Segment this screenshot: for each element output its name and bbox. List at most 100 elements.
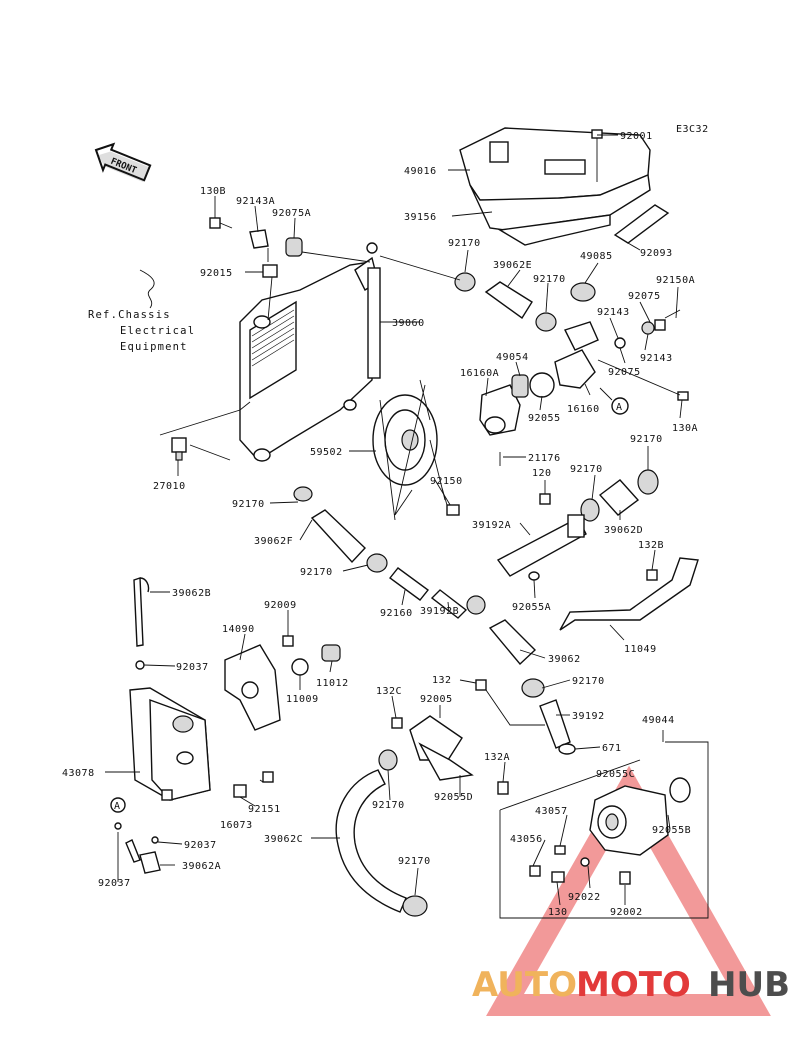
part-label: 92005: [420, 694, 453, 705]
part-label: 39192B: [420, 606, 459, 617]
part-label: 43056: [510, 834, 543, 845]
part-label: 92001: [620, 131, 653, 142]
part-label: 92143: [640, 353, 673, 364]
part-label: 92002: [610, 907, 643, 918]
callout-a-lower: A: [114, 801, 121, 812]
hose-39062C-drawing: [335, 769, 407, 913]
part-label: 11049: [624, 644, 657, 655]
clamp-upper-drawing: [293, 486, 313, 502]
pipe-39192-drawing: [539, 699, 571, 749]
part-label: 92055A: [512, 602, 551, 613]
part-label: 43057: [535, 806, 568, 817]
part-label: 49044: [642, 715, 675, 726]
part-label: 49054: [496, 352, 529, 363]
sensor-27010-drawing: [159, 401, 251, 461]
part-label: 92143: [597, 307, 630, 318]
radiator-drawing: [239, 242, 381, 462]
part-label: 14090: [222, 624, 255, 635]
bolt-132-drawing: [475, 679, 487, 691]
part-label: 92009: [264, 600, 297, 611]
part-label: 130A: [672, 423, 698, 434]
hose-39062-drawing: [488, 619, 537, 666]
watermark-logo: [486, 765, 771, 1016]
clamp-mid-drawing: [466, 595, 486, 615]
part-label: 92170: [398, 856, 431, 867]
thermostat-housing-drawing: [479, 282, 689, 466]
clamp-39062-drawing: [521, 678, 545, 698]
part-label: 92093: [640, 248, 673, 259]
part-label: 92075A: [272, 208, 311, 219]
leader-lines: [105, 134, 683, 906]
part-label: 39062D: [604, 525, 643, 536]
reservoir-drawing: [129, 687, 211, 801]
part-label: 27010: [153, 481, 186, 492]
part-label: 132: [432, 675, 452, 686]
part-label: 92170: [300, 567, 333, 578]
part-label: 92022: [568, 892, 601, 903]
ref-note-line-2: Electrical: [120, 325, 195, 337]
part-label: 92037: [184, 840, 217, 851]
part-label: 92055C: [596, 769, 635, 780]
part-label: 130: [548, 907, 568, 918]
clamp-lower-drawing: [402, 895, 428, 917]
bypass-pipe-drawing: [559, 557, 699, 631]
part-label: 21176: [528, 453, 561, 464]
hose-39062A-drawing: [125, 839, 141, 863]
part-label: 39062C: [264, 834, 303, 845]
part-label: 92075: [628, 291, 661, 302]
part-label: 92170: [372, 800, 405, 811]
part-label: 92037: [176, 662, 209, 673]
part-label: 16160: [567, 404, 600, 415]
part-label: 92160: [380, 608, 413, 619]
watermark-part-1: AUTO: [472, 965, 577, 1005]
part-label: 92150: [430, 476, 463, 487]
part-label: 130B: [200, 186, 226, 197]
part-label: 39062E: [493, 260, 532, 271]
part-label: 43078: [62, 768, 95, 779]
part-label: 39062F: [254, 536, 293, 547]
part-label: 132C: [376, 686, 402, 697]
part-label: 39060: [392, 318, 425, 329]
watermark-part-3: HUB: [708, 965, 790, 1005]
callout-a-upper: A: [616, 402, 623, 413]
bolt-92001-drawing: [591, 129, 603, 182]
fitting-92005-drawing: [378, 715, 474, 781]
part-label: 59502: [310, 447, 343, 458]
part-label: 39062A: [182, 861, 221, 872]
part-label: 132A: [484, 752, 510, 763]
watermark-part-2: MOTO: [576, 965, 691, 1005]
part-label: 39156: [404, 212, 437, 223]
part-label: 11009: [286, 694, 319, 705]
hose-39062F-drawing: [310, 509, 366, 564]
tube-92160-drawing: [388, 567, 430, 601]
part-label: 92170: [533, 274, 566, 285]
chassis-wire-drawing: [139, 269, 155, 309]
part-label: 132B: [638, 540, 664, 551]
part-label: 11012: [316, 678, 349, 689]
part-label: 39192A: [472, 520, 511, 531]
part-label: 92170: [448, 238, 481, 249]
part-label: 49016: [404, 166, 437, 177]
part-label: 120: [532, 468, 552, 479]
fan-drawing: [372, 379, 460, 521]
part-label: 16160A: [460, 368, 499, 379]
ref-note-line-3: Equipment: [120, 341, 188, 353]
ref-note-line-1: Ref.Chassis: [88, 309, 171, 321]
part-label: 49085: [580, 251, 613, 262]
clamp-92170-drawing: [366, 553, 388, 573]
callout-a-lower-circle: [110, 797, 126, 813]
part-label: 92055D: [434, 792, 473, 803]
callout-a-upper-circle: [611, 397, 629, 415]
rubber-strip-drawing: [613, 204, 670, 244]
part-label: 39062B: [172, 588, 211, 599]
upper-hoses-drawing: [379, 255, 557, 332]
small-fasteners-drawing: [209, 217, 371, 278]
part-label: 92170: [570, 464, 603, 475]
part-label: 92150A: [656, 275, 695, 286]
part-label: 92055: [528, 413, 561, 424]
part-label: 92170: [630, 434, 663, 445]
part-label: 671: [602, 743, 622, 754]
part-label: 92037: [98, 878, 131, 889]
part-label: 39062: [548, 654, 581, 665]
